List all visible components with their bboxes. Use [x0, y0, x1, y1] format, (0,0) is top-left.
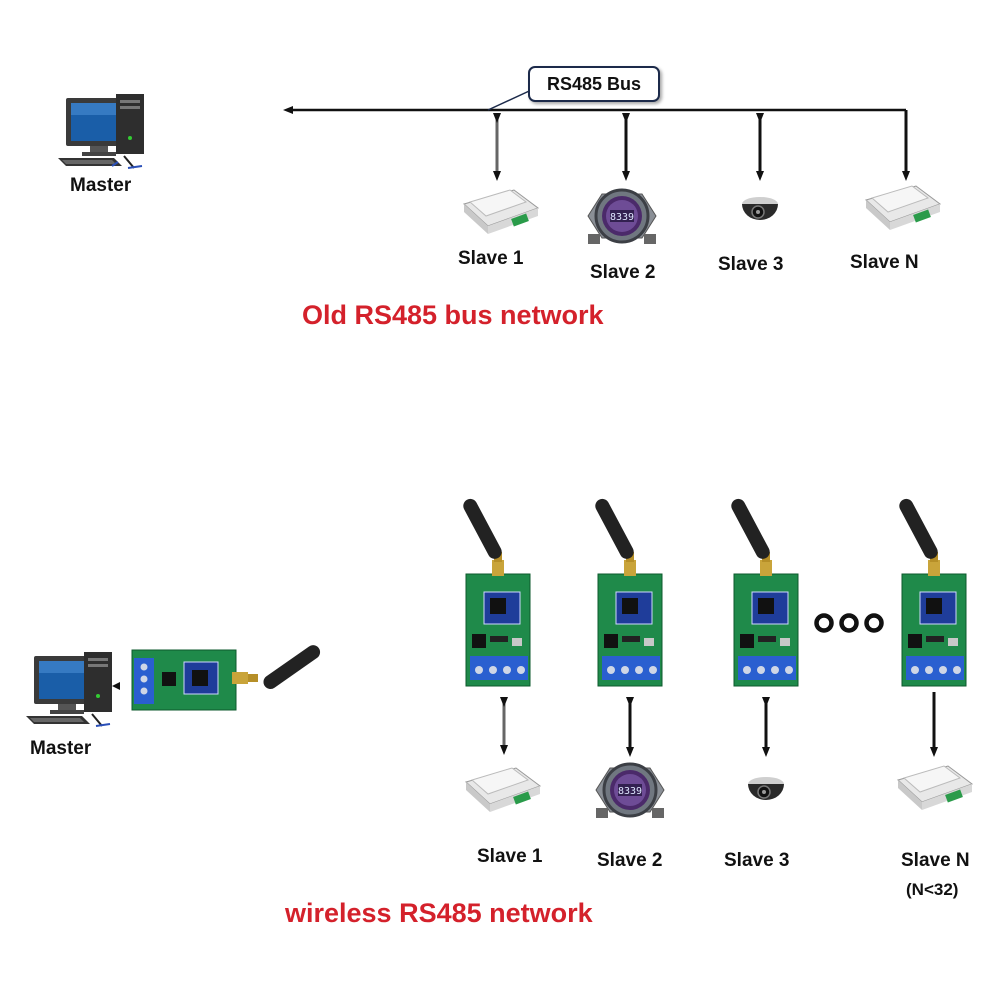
slave-2-rs485-wireless-module-icon — [592, 495, 663, 687]
top-network-title: Old RS485 bus network — [302, 300, 604, 330]
slave-1-rs485-wireless-module-icon — [460, 495, 531, 687]
slave-1-scale-icon — [463, 189, 539, 235]
slave-2-pressure-meter-icon-wireless — [594, 762, 666, 820]
slave-3-dome-camera-icon — [741, 196, 779, 221]
top-master-label: Master — [70, 175, 132, 196]
slave-3-dome-camera-icon-wireless — [747, 776, 785, 801]
top-slave-n-label: Slave N — [850, 252, 919, 273]
master-rs485-wireless-module-icon — [131, 641, 324, 711]
top-slave-3-label: Slave 3 — [718, 254, 784, 275]
bottom-slave-1-label: Slave 1 — [477, 846, 543, 867]
bottom-master-label: Master — [30, 738, 92, 759]
slave-2-pressure-meter-icon — [586, 188, 658, 246]
ellipsis-dots — [814, 613, 884, 633]
bottom-slave-2-label: Slave 2 — [597, 850, 663, 871]
slave-n-limit-note: (N<32) — [906, 880, 959, 899]
slave-n-scale-icon-wireless — [897, 765, 973, 811]
master-computer-icon — [57, 93, 145, 169]
slave-n-scale-icon — [865, 185, 941, 231]
bottom-network-title: wireless RS485 network — [285, 898, 593, 928]
top-slave-1-label: Slave 1 — [458, 248, 524, 269]
slave-3-rs485-wireless-module-icon — [728, 495, 799, 687]
master-computer-icon-wireless — [25, 651, 113, 727]
bottom-slave-3-label: Slave 3 — [724, 850, 790, 871]
top-slave-2-label: Slave 2 — [590, 262, 656, 283]
bottom-slave-n-label: Slave N — [901, 850, 970, 871]
slave-1-scale-icon-wireless — [465, 767, 541, 813]
rs485-bus-callout: RS485 Bus — [528, 66, 660, 102]
slave-n-rs485-wireless-module-icon — [896, 495, 967, 687]
